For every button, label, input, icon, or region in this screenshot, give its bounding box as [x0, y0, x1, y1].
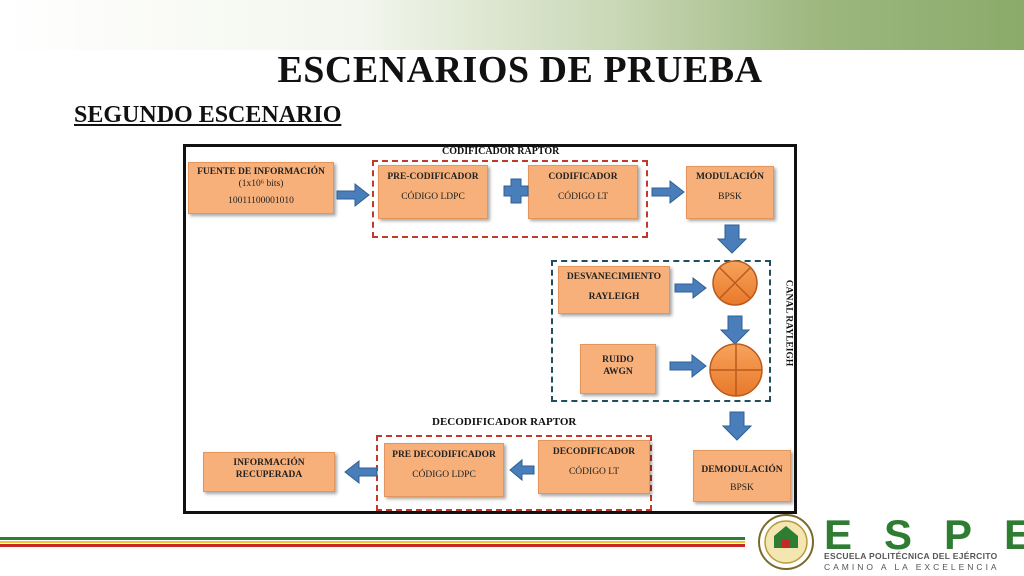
recovered-info-block: INFORMACIÓN RECUPERADA — [203, 452, 335, 492]
arrow-encoder-to-modulation — [651, 179, 685, 205]
demodulation-block: DEMODULACIÓN BPSK — [693, 450, 791, 502]
plus-icon — [503, 178, 529, 204]
demodulation-title: DEMODULACIÓN — [701, 465, 783, 475]
decoder-code: CÓDIGO LT — [568, 467, 620, 477]
fading-block: DESVANECIMIENTO RAYLEIGH — [558, 266, 670, 314]
source-block: FUENTE DE INFORMACIÓN (1x10⁶ bits) 10011… — [188, 162, 334, 214]
modulation-title: MODULACIÓN — [695, 172, 765, 182]
decoder-title: DECODIFICADOR — [552, 447, 636, 457]
arrow-multiplier-to-adder — [719, 315, 751, 345]
arrow-predecoder-to-recovered — [344, 459, 378, 485]
encoder-group-label: CODIFICADOR RAPTOR — [442, 146, 560, 157]
noise-title: RUIDO — [602, 355, 634, 365]
arrow-source-to-precoder — [336, 182, 370, 208]
precoder-code: CÓDIGO LDPC — [401, 192, 465, 202]
adder-icon — [709, 343, 763, 397]
modulation-scheme: BPSK — [718, 192, 742, 202]
noise-type: AWGN — [603, 367, 633, 377]
encoder-code: CÓDIGO LT — [557, 192, 609, 202]
arrow-fading-to-multiplier — [674, 276, 707, 300]
espe-logo-line1: ESCUELA POLITÉCNICA DEL EJÉRCITO — [824, 551, 998, 561]
arrow-modulation-to-channel — [716, 224, 748, 254]
noise-block: RUIDO AWGN — [580, 344, 656, 394]
header-gradient-bar — [0, 0, 1024, 50]
decoder-group-label: DECODIFICADOR RAPTOR — [432, 416, 577, 428]
arrow-channel-to-demodulation — [721, 411, 753, 441]
demodulation-scheme: BPSK — [730, 483, 754, 493]
predecoder-title: PRE DECODIFICADOR — [392, 450, 496, 460]
page-subtitle: SEGUNDO ESCENARIO — [74, 102, 342, 128]
channel-group-border — [551, 260, 771, 402]
multiplier-icon — [712, 260, 758, 306]
source-sequence: 10011100001010 — [228, 196, 294, 206]
precoder-title: PRE-CODIFICADOR — [387, 172, 479, 182]
encoder-title: CODIFICADOR — [548, 172, 618, 182]
page-title: ESCENARIOS DE PRUEBA — [277, 49, 763, 91]
predecoder-code: CÓDIGO LDPC — [412, 470, 476, 480]
precoder-block: PRE-CODIFICADOR CÓDIGO LDPC — [378, 165, 488, 219]
footer-stripes — [0, 537, 745, 547]
institution-crest-icon — [758, 514, 814, 570]
fading-title: DESVANECIMIENTO — [566, 272, 662, 282]
source-title: FUENTE DE INFORMACIÓN — [197, 167, 325, 177]
modulation-block: MODULACIÓN BPSK — [686, 166, 774, 219]
source-bits: (1x10⁶ bits) — [238, 179, 284, 189]
encoder-group-border — [372, 160, 648, 238]
arrow-decoder-to-predecoder — [509, 458, 535, 482]
fading-type: RAYLEIGH — [588, 292, 640, 302]
espe-logo-line2: CAMINO A LA EXCELENCIA — [824, 562, 1000, 572]
recovered-title: INFORMACIÓN — [233, 458, 305, 468]
predecoder-block: PRE DECODIFICADOR CÓDIGO LDPC — [384, 443, 504, 497]
recovered-sub: RECUPERADA — [235, 470, 303, 480]
decoder-block: DECODIFICADOR CÓDIGO LT — [538, 440, 650, 494]
arrow-noise-to-adder — [669, 353, 707, 379]
encoder-block: CODIFICADOR CÓDIGO LT — [528, 165, 638, 219]
